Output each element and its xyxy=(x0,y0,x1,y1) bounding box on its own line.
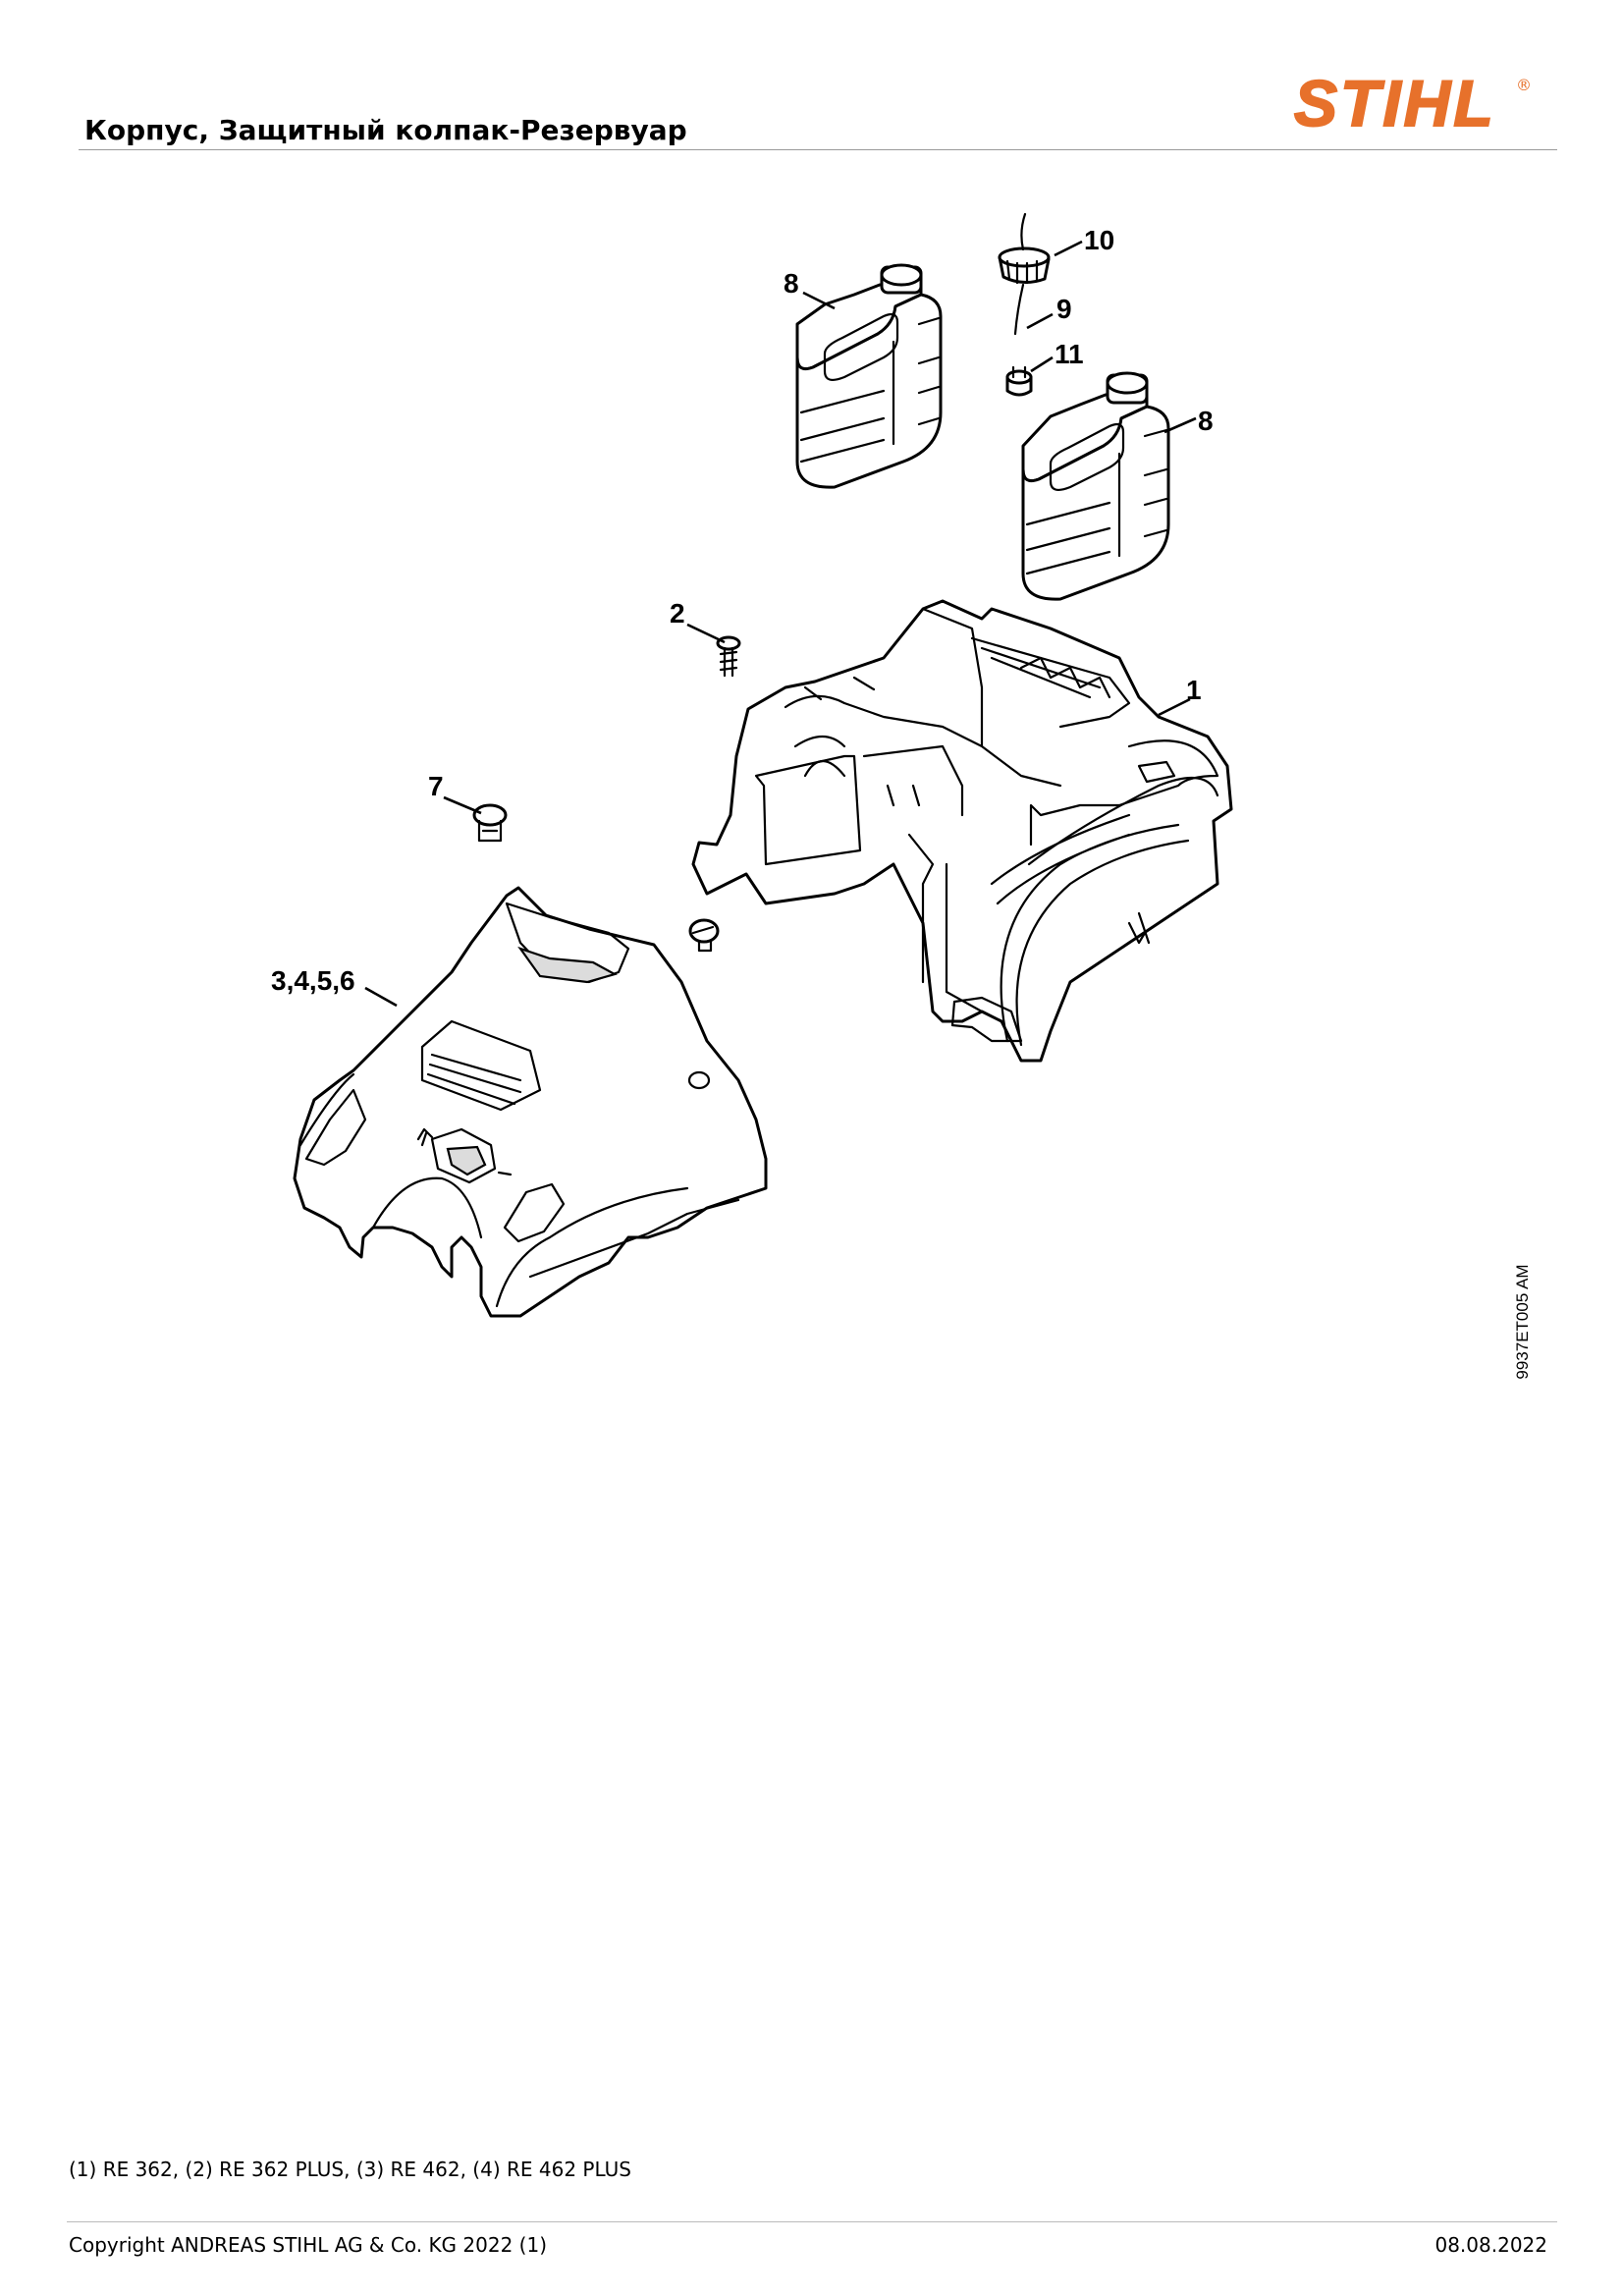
callout-7: 7 xyxy=(428,771,444,801)
stihl-logo: STIHL ® xyxy=(1293,66,1532,139)
hose-part[interactable] xyxy=(1013,283,1025,336)
callout-3-6: 3,4,5,6 xyxy=(271,965,355,996)
model-note: (1) RE 362, (2) RE 362 PLUS, (3) RE 462,… xyxy=(69,2158,631,2181)
leader-line-1 xyxy=(1158,697,1191,717)
callout-8-right: 8 xyxy=(1198,406,1214,436)
leader-line-11 xyxy=(1030,355,1054,373)
housing-part[interactable] xyxy=(691,599,1233,1063)
callout-10: 10 xyxy=(1084,225,1114,255)
leader-line-10 xyxy=(1054,240,1083,257)
callout-2: 2 xyxy=(670,598,685,629)
registered-mark-icon: ® xyxy=(1516,76,1532,94)
drawing-code: 9937ET005 AM xyxy=(1513,1264,1532,1380)
leader-line-9 xyxy=(1026,312,1054,330)
valve-part[interactable] xyxy=(1005,365,1033,397)
leader-line-8-left xyxy=(802,291,836,310)
clip-part[interactable] xyxy=(472,803,508,843)
canister-right-part[interactable] xyxy=(1021,371,1170,601)
callout-1: 1 xyxy=(1186,675,1202,705)
footer-date: 08.08.2022 xyxy=(1434,2233,1547,2257)
callout-11: 11 xyxy=(1055,339,1084,369)
leader-line-7 xyxy=(443,795,482,815)
header-divider xyxy=(79,149,1557,150)
stihl-logo-text: STIHL xyxy=(1294,67,1496,139)
screw-part[interactable] xyxy=(716,635,741,678)
leader-line-3-6 xyxy=(364,986,398,1008)
callout-9: 9 xyxy=(1056,294,1072,324)
leader-line-2 xyxy=(686,623,726,644)
copyright-text: Copyright ANDREAS STIHL AG & Co. KG 2022… xyxy=(69,2233,548,2257)
footer-divider xyxy=(67,2221,1557,2222)
exploded-parts-diagram: 8 8 10 9 11 2 1 7 3,4,5,6 xyxy=(271,212,1233,1318)
callout-8-left: 8 xyxy=(784,268,799,299)
clip-lower-part[interactable] xyxy=(688,918,720,953)
canister-left-part[interactable] xyxy=(795,263,943,489)
page-title: Корпус, Защитный колпак-Резервуар xyxy=(84,114,687,146)
filler-cap-part[interactable] xyxy=(998,212,1051,285)
leader-line-8-right xyxy=(1163,416,1197,434)
hood-part[interactable] xyxy=(293,886,768,1318)
